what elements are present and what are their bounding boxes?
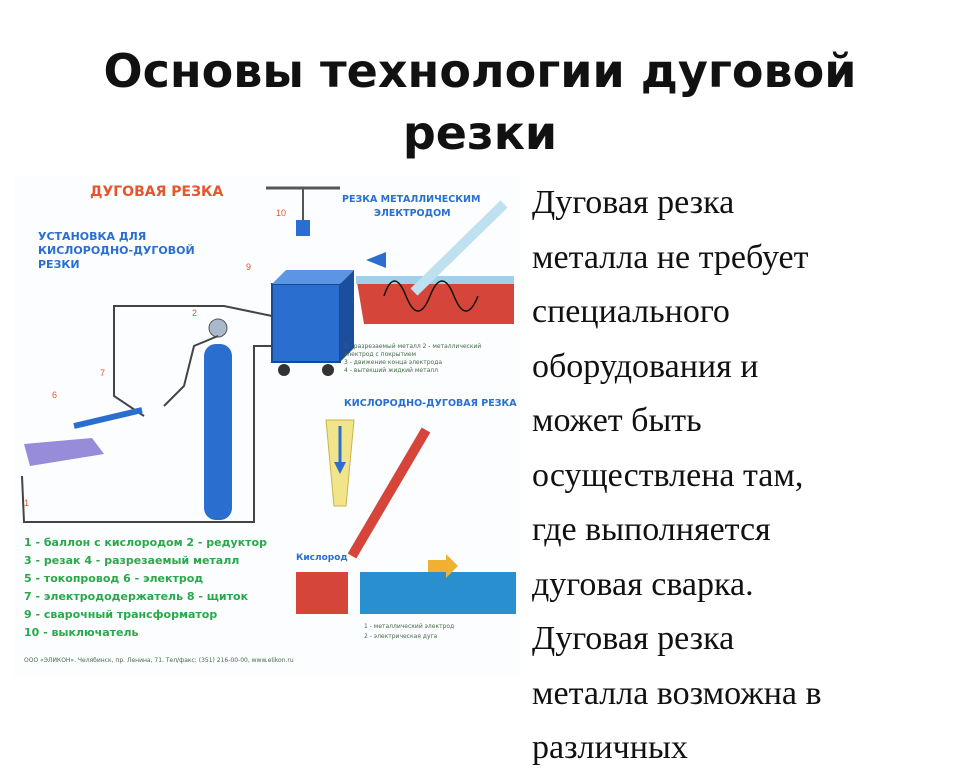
metal-legend-1: 1 - разрезаемый металл 2 - металлический — [344, 343, 481, 350]
label-2: 2 — [192, 308, 197, 318]
metal-electrode-title-1: РЕЗКА МЕТАЛЛИЧЕСКИМ — [342, 194, 480, 205]
transformer-wheel-right — [322, 364, 334, 376]
torch — [73, 407, 143, 429]
arrow-left — [366, 252, 386, 268]
metal-legend-3: 3 - движение конца электрода — [344, 359, 442, 366]
welding-transformer — [271, 283, 341, 363]
label-1: 1 — [24, 498, 29, 508]
oxygen-cut-metal-right — [360, 572, 516, 614]
oxygen-arc-title: КИСЛОРОДНО-ДУГОВАЯ РЕЗКА — [344, 398, 517, 409]
transformer-side — [340, 270, 354, 362]
metal-legend-4: 4 - вытекший жидкий металл — [344, 367, 438, 374]
legend-line-5: 9 - сварочный трансформатор — [24, 608, 217, 621]
cable-left — [113, 316, 145, 417]
cable-bottom — [21, 345, 272, 523]
workpiece-metal — [24, 438, 104, 466]
setup-title-line-1: УСТАНОВКА ДЛЯ — [38, 230, 146, 243]
electrode-motion-curve — [383, 280, 479, 312]
label-9: 9 — [246, 262, 251, 272]
metal-electrode-red — [347, 427, 431, 559]
figure-heading: ДУГОВАЯ РЕЗКА — [90, 184, 223, 200]
arc-cutting-diagram: ДУГОВАЯ РЕЗКА УСТАНОВКА ДЛЯ КИСЛОРОДНО-Д… — [14, 176, 520, 676]
reducer — [208, 318, 228, 338]
legend-line-6: 10 - выключатель — [24, 626, 139, 639]
switch-box — [296, 220, 310, 236]
arrow-right — [428, 554, 458, 578]
oxygen-hose — [163, 335, 219, 407]
transformer-top — [272, 270, 354, 284]
label-7: 7 — [100, 368, 105, 378]
legend-line-3: 5 - токопровод 6 - электрод — [24, 572, 203, 585]
legend-line-4: 7 - электрододержатель 8 - щиток — [24, 590, 249, 603]
metal-electrode — [410, 200, 508, 296]
oxy-legend-2: 2 - электрическая дуга — [364, 633, 438, 640]
cable-top — [113, 305, 273, 317]
legend-line-2: 3 - резак 4 - разрезаемый металл — [24, 554, 239, 567]
oxygen-cylinder — [204, 344, 232, 520]
legend-line-1: 1 - баллон с кислородом 2 - редуктор — [24, 536, 267, 549]
oxy-legend-1: 1 - металлический электрод — [364, 623, 454, 630]
oxygen-cut-metal-left — [296, 572, 348, 614]
transformer-wheel-left — [278, 364, 290, 376]
arc-cutting-svg: ДУГОВАЯ РЕЗКА УСТАНОВКА ДЛЯ КИСЛОРОДНО-Д… — [21, 184, 517, 664]
setup-title-line-3: РЕЗКИ — [38, 258, 80, 271]
figure-footer: ООО «ЭЛИКОН». Челябинск, пр. Ленина, 71.… — [24, 657, 294, 664]
metal-plate-top — [356, 276, 514, 284]
slide-title: Основы технологии дуговой резки — [103, 44, 857, 160]
label-10: 10 — [276, 208, 286, 218]
label-6: 6 — [52, 390, 57, 400]
oxygen-label: Кислород — [296, 553, 348, 563]
setup-title-line-2: КИСЛОРОДНО-ДУГОВОЙ — [38, 244, 195, 257]
metal-legend-2: электрод с покрытием — [344, 351, 416, 358]
metal-electrode-title-2: ЭЛЕКТРОДОМ — [374, 208, 451, 219]
oxygen-flow-arrowhead — [334, 462, 346, 474]
metal-plate-red — [356, 276, 514, 324]
slide-body-text: Дуговая резка металла не требует специал… — [532, 184, 822, 766]
